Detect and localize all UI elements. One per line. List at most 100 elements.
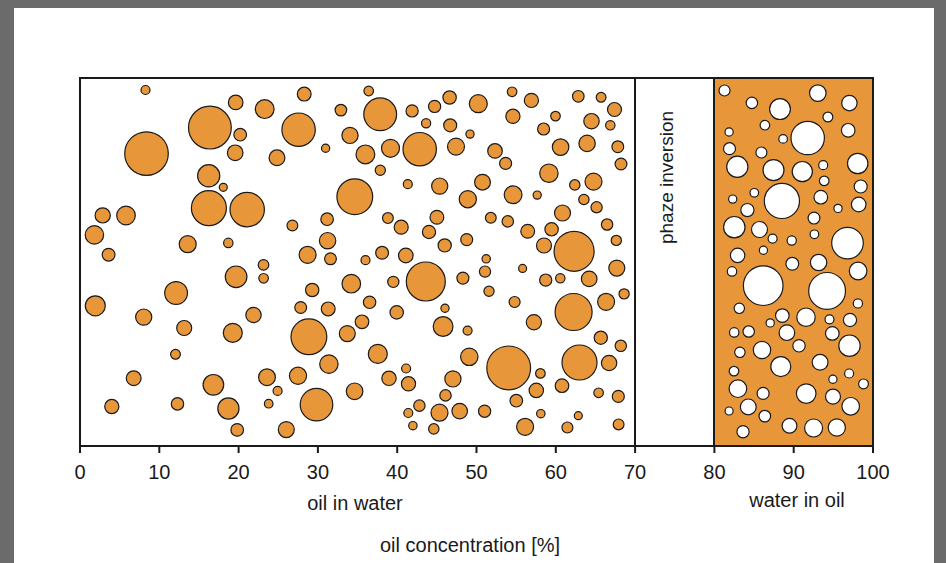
axis-value: 80	[703, 462, 725, 482]
oil-droplet	[574, 412, 582, 420]
water-droplet	[809, 273, 846, 310]
oil-droplet	[615, 158, 627, 170]
water-droplet	[729, 195, 737, 203]
oil-droplet	[510, 394, 523, 407]
oil-droplet	[342, 127, 358, 143]
oil-droplet	[355, 315, 369, 329]
axis-tick	[79, 446, 81, 453]
oil-droplet	[430, 210, 444, 224]
oil-droplet	[321, 213, 334, 226]
oil-droplet	[414, 400, 425, 411]
axis-tick	[713, 446, 715, 453]
oil-droplet	[606, 121, 615, 130]
oil-droplet	[198, 165, 220, 187]
oil-droplet	[540, 274, 552, 286]
oil-droplet	[443, 91, 456, 104]
water-droplet	[730, 248, 744, 262]
oil-droplet	[85, 226, 103, 244]
oil-droplet	[342, 274, 361, 293]
water-droplet	[771, 357, 791, 377]
oil-droplet	[406, 262, 445, 301]
oil-droplet	[117, 206, 136, 225]
water-droplet	[853, 299, 862, 308]
oil-droplet	[402, 364, 411, 373]
oil-droplet	[555, 379, 569, 393]
water-droplet	[730, 328, 739, 337]
water-droplet	[829, 375, 837, 383]
oil-droplet	[601, 219, 612, 230]
water-droplet	[810, 230, 819, 239]
water-droplet	[759, 410, 771, 422]
water-droplet	[791, 121, 824, 154]
oil-droplet	[388, 276, 399, 287]
axis-tick	[476, 446, 478, 453]
axis-value: 60	[545, 462, 567, 482]
oil-droplet	[509, 297, 520, 308]
water-droplet	[842, 398, 860, 416]
axis-tick	[238, 446, 240, 453]
water-droplet	[740, 399, 756, 415]
oil-droplet	[475, 174, 491, 190]
oil-droplet	[363, 296, 375, 308]
oil-droplet	[570, 180, 580, 190]
axis-value: 30	[307, 462, 329, 482]
oil-droplet	[609, 260, 625, 276]
water-droplet	[808, 212, 820, 224]
oil-droplet	[361, 256, 370, 265]
oil-droplet	[141, 86, 150, 95]
oil-droplet	[432, 178, 448, 194]
oil-droplet	[297, 87, 311, 101]
water-droplet	[843, 313, 856, 326]
water-droplet	[797, 308, 815, 326]
oil-droplet	[227, 145, 243, 161]
oil-droplet	[171, 349, 181, 359]
oil-droplet	[339, 326, 355, 342]
oil-droplet	[299, 246, 316, 263]
oil-droplet	[422, 119, 431, 128]
oil-droplet	[95, 208, 110, 223]
oil-droplet	[319, 233, 335, 249]
oil-droplet	[598, 293, 615, 310]
water-droplet	[741, 204, 754, 217]
water-droplet	[786, 257, 799, 270]
water-droplet	[839, 335, 860, 356]
oil-droplet	[364, 86, 374, 96]
oil-droplet	[399, 248, 414, 263]
oil-droplet	[573, 91, 585, 103]
oil-droplet	[612, 141, 624, 153]
oil-droplet	[556, 274, 565, 283]
oil-droplet	[300, 388, 333, 421]
oil-droplet	[356, 145, 375, 164]
water-droplet	[842, 95, 857, 110]
axis-value: 70	[624, 462, 646, 482]
axis-tick	[634, 446, 636, 453]
water-droplet	[746, 97, 757, 108]
axis-value: 40	[386, 462, 408, 482]
oil-droplet	[545, 223, 558, 236]
axis-value: 50	[465, 462, 487, 482]
oil-droplet	[376, 246, 389, 259]
axis-tick	[396, 446, 398, 453]
water-droplet	[752, 222, 768, 238]
oil-droplet	[466, 130, 474, 138]
oil-droplet	[537, 238, 552, 253]
oil-droplet	[136, 309, 152, 325]
water-droplet	[834, 204, 842, 212]
oil-droplet	[500, 157, 512, 169]
water-droplet	[737, 426, 749, 438]
oil-droplet	[125, 132, 169, 176]
water-droplet	[753, 341, 770, 358]
oil-droplet	[584, 114, 599, 129]
band-label: phaze inversion	[657, 110, 676, 243]
oil-droplet	[611, 235, 621, 245]
oil-droplet	[585, 173, 602, 190]
axis-tick	[317, 446, 319, 453]
oil-droplet	[554, 231, 594, 271]
oil-droplet	[306, 283, 319, 296]
water-droplet	[779, 135, 788, 144]
oil-droplet	[533, 191, 541, 199]
oil-droplet	[203, 375, 224, 396]
oil-droplet	[461, 348, 478, 365]
oil-droplet	[555, 205, 571, 221]
water-droplet	[764, 183, 799, 218]
